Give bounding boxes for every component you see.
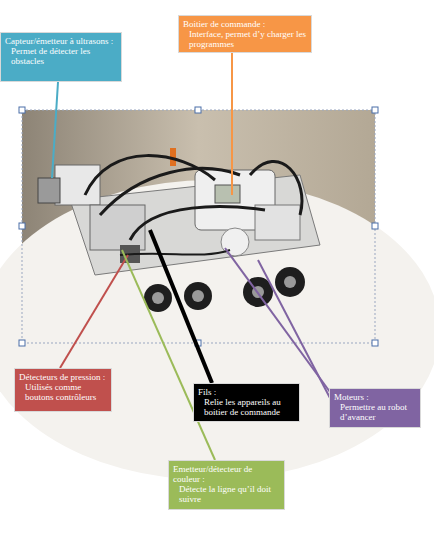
brick-callout: Boitier de commande :Interface, permet d… — [178, 15, 312, 53]
selection-handles — [19, 107, 378, 346]
callout-title: Boitier de commande : — [183, 19, 307, 29]
callout-title: Moteurs : — [334, 392, 416, 402]
callout-title: Fils : — [198, 387, 295, 397]
callout-title: Emetteur/détecteur de couleur : — [173, 464, 280, 484]
wires-callout: Fils :Relie les appareils au boitier de … — [193, 383, 300, 422]
robot-photo — [0, 110, 434, 480]
callout-text: Permettre au robot d’avancer — [334, 402, 416, 422]
sensor-callout: Capteur/émetteur à ultrasons :Permet de … — [0, 32, 122, 82]
callout-text: Utilisés comme boutons contrôleurs — [19, 382, 107, 402]
callout-title: Détecteurs de pression : — [19, 372, 107, 382]
color-callout: Emetteur/détecteur de couleur :Détecte l… — [168, 460, 285, 510]
callout-text: Permet de détecter les obstacles — [5, 46, 117, 66]
touch-callout: Détecteurs de pression :Utilisés comme b… — [14, 368, 112, 412]
callout-text: Relie les appareils au boitier de comman… — [198, 397, 295, 417]
callout-text: Interface, permet d’y charger les progra… — [183, 29, 307, 49]
motors-callout: Moteurs :Permettre au robot d’avancer — [329, 388, 421, 428]
callout-title: Capteur/émetteur à ultrasons : — [5, 36, 117, 46]
callout-text: Détecte la ligne qu’il doit suivre — [173, 484, 280, 504]
